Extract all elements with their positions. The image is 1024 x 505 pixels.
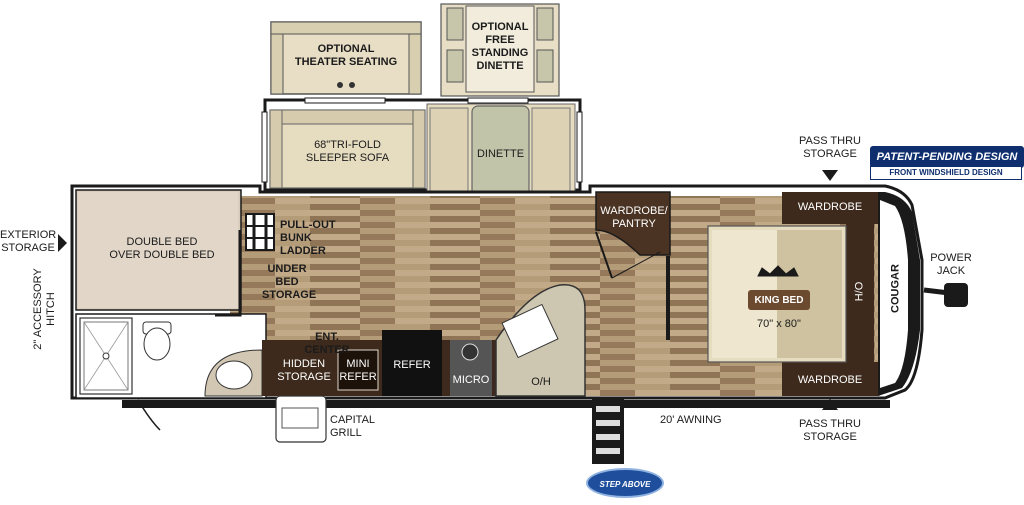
- sleeper-sofa: [269, 109, 426, 189]
- label-awning: 20' AWNING: [660, 414, 722, 426]
- label-ent-center: ENT. CENTER: [304, 331, 350, 356]
- label-king-bed: KING BED: [754, 295, 804, 306]
- label-oh: O/H: [531, 376, 551, 388]
- optional-theater-seating: [270, 21, 422, 95]
- label-sleeper-sofa: 68"TRI-FOLD SLEEPER SOFA: [305, 139, 390, 164]
- label-micro: MICRO: [452, 374, 490, 386]
- label-capital-grill: CAPITAL GRILL: [330, 414, 376, 439]
- label-optional-theater-seating: OPTIONAL THEATER SEATING: [294, 43, 398, 68]
- patent-pending-badge: PATENT-PENDING DESIGN FRONT WINDSHIELD D…: [868, 140, 1024, 180]
- label-wardrobe-pantry: WARDROBE/ PANTRY: [600, 205, 668, 230]
- bunk-ladder: [245, 213, 275, 251]
- step-above-logo: STEP ABOVE: [586, 468, 664, 498]
- capital-grill: [275, 395, 327, 443]
- label-pass-thru-storage-top: PASS THRU STORAGE: [799, 135, 861, 160]
- label-hidden-storage: HIDDEN STORAGE: [277, 358, 331, 383]
- label-power-jack: POWER JACK: [930, 252, 972, 277]
- king-bed: [707, 225, 847, 363]
- label-ho: H/O: [853, 281, 866, 302]
- label-refer: REFER: [393, 359, 431, 371]
- optional-free-standing-dinette: [440, 3, 560, 97]
- entry-steps: [592, 398, 624, 464]
- label-dinette: DINETTE: [476, 148, 525, 160]
- label-wardrobe-bottom: WARDROBE: [797, 374, 863, 386]
- label-under-bed-storage: UNDER BED STORAGE: [262, 263, 317, 301]
- label-king-bed-size: 70" x 80": [757, 318, 801, 330]
- badge-subtitle: FRONT WINDSHIELD DESIGN: [870, 166, 1022, 180]
- label-pull-out-bunk-ladder: PULL-OUT BUNK LADDER: [280, 219, 336, 257]
- bathroom: [75, 313, 267, 399]
- label-double-bed: DOUBLE BED OVER DOUBLE BED: [109, 236, 215, 261]
- cougar-logo: COUGAR: [889, 264, 902, 313]
- label-wardrobe-top: WARDROBE: [797, 201, 863, 213]
- label-optional-dinette: OPTIONAL FREE STANDING DINETTE: [471, 21, 529, 72]
- label-accessory-hitch: 2" ACCESSORY HITCH: [32, 268, 57, 350]
- label-pass-thru-storage-bottom: PASS THRU STORAGE: [799, 418, 861, 443]
- label-mini-refer: MINI REFER: [339, 358, 377, 383]
- badge-title: PATENT-PENDING DESIGN: [870, 146, 1024, 168]
- label-exterior-storage: EXTERIOR STORAGE: [0, 229, 57, 254]
